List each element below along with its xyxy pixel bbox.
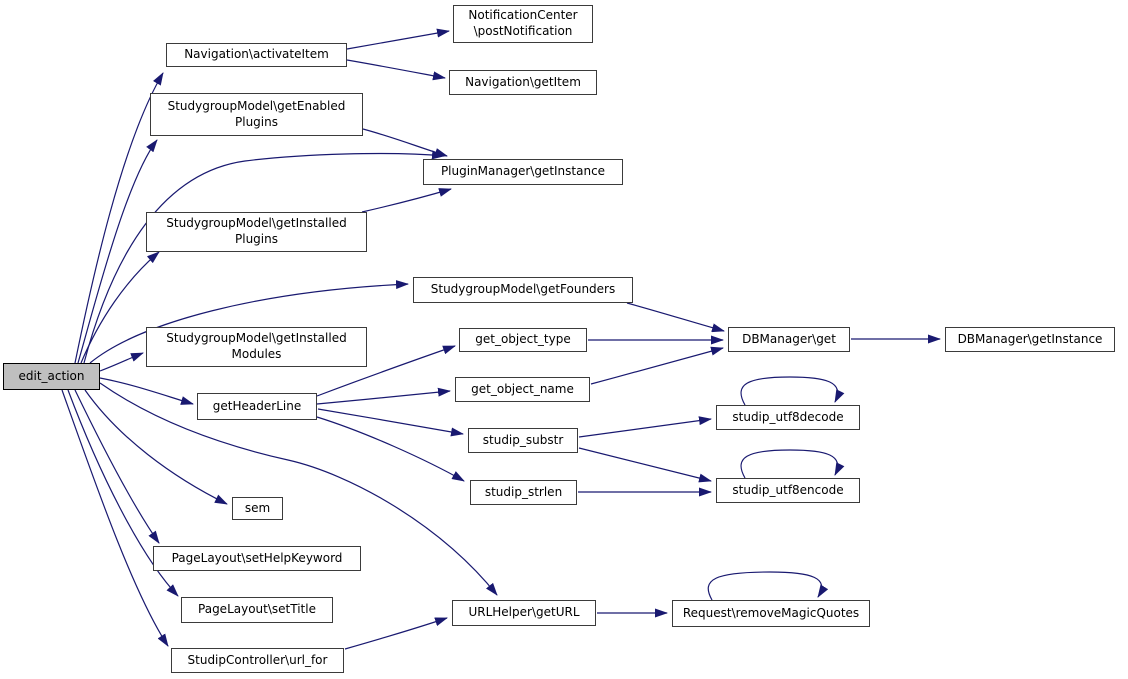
node-get-object-name[interactable]: get_object_name (455, 377, 590, 402)
node-dbmanager-getinstance[interactable]: DBManager\getInstance (945, 327, 1115, 352)
node-pagelayout-sethelpkeyword[interactable]: PageLayout\setHelpKeyword (153, 546, 361, 571)
edge-removemagicquotes-self-loop (707, 571, 829, 601)
edge-edit-action-to-sethelpkeyword (74, 389, 160, 544)
edge-edit-action-to-getfounders (89, 280, 409, 364)
node-pluginmanager-getinstance[interactable]: PluginManager\getInstance (423, 159, 623, 185)
edge-substr-to-utf8encode (578, 447, 712, 483)
node-studip-utf8decode[interactable]: studip_utf8decode (716, 405, 860, 430)
edge-edit-action-to-sem (84, 389, 228, 505)
node-pagelayout-settitle[interactable]: PageLayout\setTitle (181, 597, 333, 623)
node-studip-substr[interactable]: studip_substr (468, 428, 578, 453)
edge-edit-action-to-navigation-activateitem (74, 72, 164, 364)
node-studip-strlen[interactable]: studip_strlen (470, 480, 577, 505)
edge-utf8decode-self-loop (740, 376, 845, 406)
edge-activateitem-to-postnotification (346, 28, 450, 50)
node-studipcontroller-url-for[interactable]: StudipController\url_for (171, 648, 344, 673)
edge-getheaderline-to-studip-strlen (316, 416, 465, 482)
edge-getenabledplugins-to-pluginmanager (362, 128, 448, 157)
node-get-object-type[interactable]: get_object_type (459, 328, 587, 352)
node-navigation-getitem[interactable]: Navigation\getItem (449, 70, 597, 95)
edge-substr-to-utf8decode (578, 416, 712, 438)
edge-edit-action-to-getinstalledplugins (80, 251, 160, 364)
edge-url-for-to-urlhelper-geturl (344, 617, 448, 650)
edge-getheaderline-to-get-object-name (316, 387, 451, 405)
edge-edit-action-to-settitle (67, 389, 179, 597)
node-dbmanager-get[interactable]: DBManager\get (728, 327, 850, 352)
edge-get-object-name-to-dbmanager-get (590, 346, 724, 385)
edge-edit-action-to-getheaderline (99, 377, 194, 405)
node-studygroupmodel-getinstalledplugins[interactable]: StudygroupModel\getInstalled Plugins (146, 212, 367, 252)
edge-edit-action-to-pluginmanager-getinstance (83, 150, 445, 364)
edge-edit-action-to-getenabledplugins (77, 139, 158, 364)
node-studygroupmodel-getfounders[interactable]: StudygroupModel\getFounders (413, 277, 633, 303)
edge-activateitem-to-getitem (346, 59, 446, 81)
node-request-removemagicquotes[interactable]: Request\removeMagicQuotes (672, 600, 870, 627)
node-studygroupmodel-getenabledplugins[interactable]: StudygroupModel\getEnabled Plugins (150, 93, 363, 136)
edge-edit-action-to-getinstalledmodules (99, 352, 144, 372)
edge-getheaderline-to-get-object-type (316, 345, 456, 397)
node-urlhelper-geturl[interactable]: URLHelper\getURL (452, 600, 596, 626)
node-edit-action[interactable]: edit_action (3, 363, 100, 390)
edge-getinstalledplugins-to-pluginmanager (361, 188, 452, 213)
edge-utf8encode-self-loop (740, 449, 845, 479)
edge-edit-action-to-url-for (61, 389, 169, 647)
edge-edit-action-to-urlhelper-geturl (99, 382, 498, 596)
node-sem[interactable]: sem (232, 497, 283, 520)
node-getheaderline[interactable]: getHeaderLine (197, 393, 317, 420)
node-studygroupmodel-getinstalledmodules[interactable]: StudygroupModel\getInstalled Modules (146, 327, 367, 367)
node-navigation-activateitem[interactable]: Navigation\activateItem (166, 43, 347, 67)
edge-getheaderline-to-studip-substr (317, 408, 464, 437)
node-notificationcenter-postnotification[interactable]: NotificationCenter \postNotification (453, 5, 593, 43)
edge-getfounders-to-dbmanager-get (626, 302, 725, 333)
node-studip-utf8encode[interactable]: studip_utf8encode (716, 478, 860, 503)
